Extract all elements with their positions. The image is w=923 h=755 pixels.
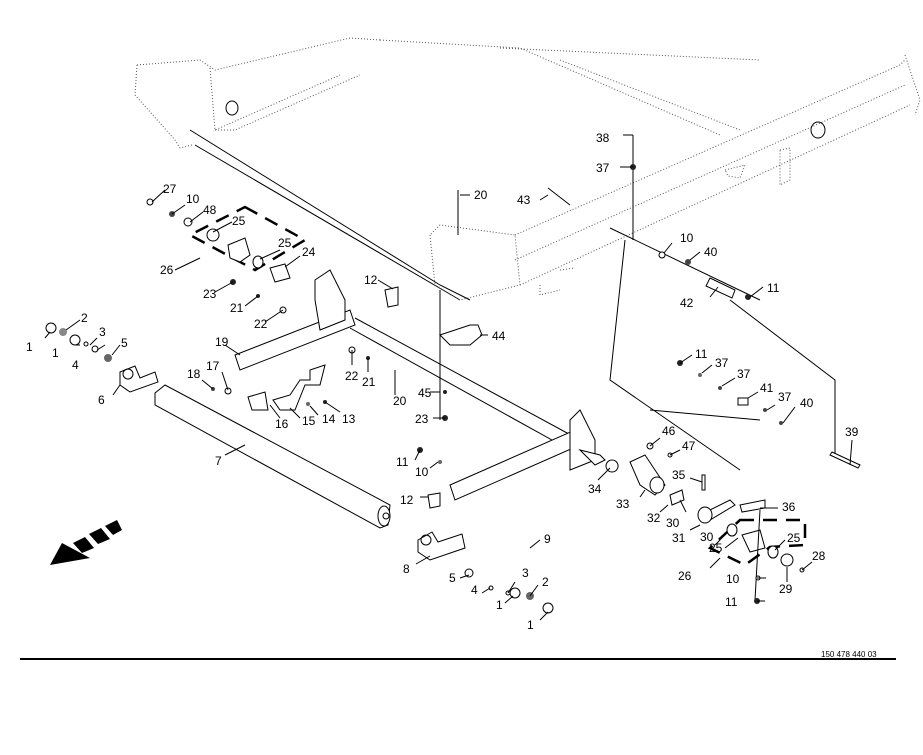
callout-26: 26 [678,569,692,583]
callout-37: 37 [737,367,751,381]
callout-20: 20 [474,188,488,202]
callout-8: 8 [403,562,410,576]
callout-labels: 27 10 48 25 25 24 26 23 21 22 12 20 43 3… [26,131,859,632]
drawing-number: 150 478 440 03 [821,650,877,659]
callout-1: 1 [26,340,33,354]
callout-20: 20 [393,394,407,408]
callout-2: 2 [542,575,549,589]
callout-6: 6 [98,393,105,407]
callout-36: 36 [782,500,796,514]
callout-41: 41 [760,381,774,395]
callout-22: 22 [345,369,359,383]
callout-12: 12 [400,493,414,507]
callout-28: 28 [812,549,826,563]
cross-frame [234,269,606,501]
callout-10: 10 [726,572,740,586]
callout-5: 5 [121,336,128,350]
callout-4: 4 [471,583,478,597]
callout-33: 33 [616,497,630,511]
callout-26: 26 [160,263,174,277]
callout-39: 39 [845,425,859,439]
callout-25: 25 [709,541,723,555]
spring-assembly [439,135,861,601]
roller-tube [154,384,391,529]
callout-16: 16 [275,417,289,431]
callout-22: 22 [254,317,268,331]
callout-5: 5 [449,571,456,585]
callout-48: 48 [203,203,217,217]
callout-29: 29 [779,582,793,596]
callout-9: 9 [544,532,551,546]
link-arms [605,454,766,524]
callout-3: 3 [522,566,529,580]
callout-2: 2 [81,311,88,325]
brackets [119,286,483,561]
callout-42: 42 [680,296,694,310]
callout-25: 25 [232,214,246,228]
callout-38: 38 [596,131,610,145]
callout-44: 44 [492,329,506,343]
kit-26-parts-bottom [726,523,794,567]
callout-21: 21 [230,301,244,315]
callout-11: 11 [396,455,409,469]
callout-17: 17 [206,359,220,373]
main-frame [134,37,921,301]
callout-3: 3 [99,325,106,339]
kit-26-outline-top [187,205,308,272]
callout-13: 13 [342,412,356,426]
callout-25: 25 [787,531,801,545]
callout-10: 10 [415,465,429,479]
callout-18: 18 [187,367,201,381]
callout-21: 21 [362,375,376,389]
callout-31: 31 [672,531,686,545]
callout-27: 27 [163,182,177,196]
callout-25: 25 [278,236,292,250]
leader-lines [44,134,853,621]
callout-23: 23 [415,412,429,426]
callout-45: 45 [418,386,432,400]
callout-11: 11 [695,347,708,361]
callout-10: 10 [186,192,200,206]
callout-1: 1 [527,618,534,632]
footer-rule [20,658,896,660]
callout-19: 19 [215,335,229,349]
callout-30: 30 [700,530,714,544]
kit-26-parts-top [206,228,291,283]
callout-46: 46 [662,424,676,438]
callout-11: 11 [767,281,780,295]
callout-23: 23 [203,287,217,301]
callout-30: 30 [666,516,680,530]
travel-direction-arrow-icon [50,520,122,565]
callout-4: 4 [72,358,79,372]
callout-37: 37 [596,161,610,175]
callout-47: 47 [682,439,696,453]
callout-14: 14 [322,412,336,426]
callout-35: 35 [672,468,686,482]
callout-40: 40 [704,245,718,259]
callout-37: 37 [778,390,792,404]
callout-10: 10 [680,231,694,245]
callout-11: 11 [725,595,738,609]
callout-40: 40 [800,396,814,410]
callout-37: 37 [715,356,729,370]
callout-32: 32 [647,511,661,525]
callout-43: 43 [517,193,531,207]
callout-12: 12 [364,273,378,287]
callout-1: 1 [496,598,503,612]
callout-24: 24 [302,245,316,259]
callout-1: 1 [52,346,59,360]
callout-34: 34 [588,482,602,496]
callout-7: 7 [215,454,222,468]
callout-15: 15 [302,414,316,428]
